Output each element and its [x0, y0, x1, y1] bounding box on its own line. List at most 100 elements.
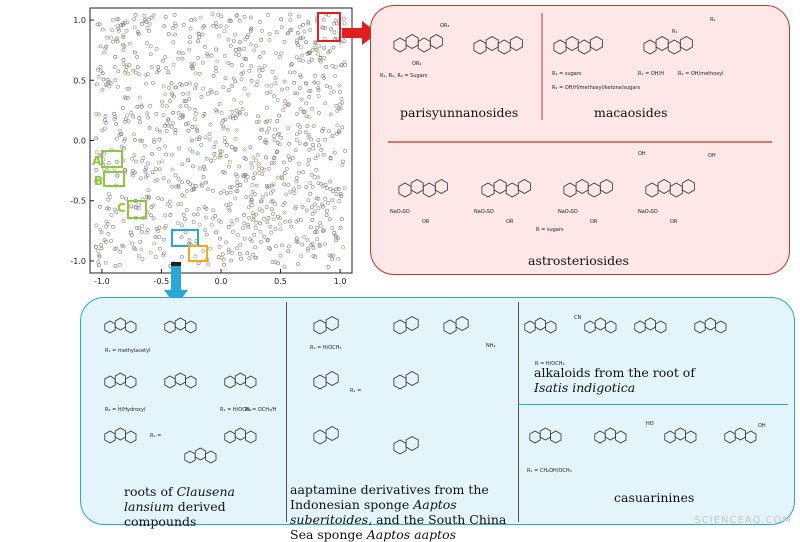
scatter-point — [318, 224, 323, 229]
scatter-point — [105, 206, 110, 211]
scatter-point — [311, 146, 315, 151]
scatter-point — [323, 137, 327, 142]
scatter-point — [317, 111, 321, 115]
scatter-point — [281, 160, 286, 165]
scatter-point — [321, 153, 326, 157]
ring-structure — [550, 430, 562, 444]
scatter-point — [95, 249, 100, 253]
scatter-point — [170, 184, 175, 189]
label-naso-2: NaO₃SO — [474, 209, 494, 215]
scatter-point — [285, 31, 290, 36]
scatter-point — [193, 86, 198, 91]
ring-structure — [524, 320, 536, 334]
scatter-point — [160, 159, 165, 164]
note-aaptamine-2: NH₂ — [486, 343, 496, 349]
scatter-point — [144, 20, 149, 25]
scatter-point — [165, 202, 170, 206]
scatter-point — [215, 109, 220, 114]
scatter-point — [317, 242, 322, 247]
scatter-point — [171, 62, 176, 67]
scatter-point — [337, 199, 342, 203]
scatter-point — [100, 87, 105, 92]
scatter-point — [261, 50, 266, 55]
scatter-point — [324, 213, 329, 218]
scatter-point — [327, 217, 332, 222]
ring-structure — [313, 319, 327, 335]
scatter-point — [185, 179, 190, 184]
scatter-point — [132, 137, 137, 142]
label-or-2: OR — [506, 219, 514, 225]
scatter-point — [188, 182, 192, 186]
ring-structure — [398, 182, 412, 198]
scatter-point — [269, 183, 274, 188]
scatter-point — [218, 24, 223, 28]
ring-structure — [604, 427, 616, 441]
scatter-point — [313, 41, 318, 46]
scatter-point — [239, 100, 243, 105]
scatter-point — [264, 155, 268, 160]
scatter-point — [129, 204, 134, 209]
scatter-point — [306, 50, 311, 55]
scatter-point — [250, 182, 255, 187]
scatter-point — [330, 134, 335, 138]
scatter-point — [193, 124, 198, 129]
scatter-point — [179, 255, 184, 259]
note-casuarinines-2: HO — [646, 421, 654, 427]
scatter-point — [316, 206, 321, 211]
scatter-point — [266, 238, 270, 242]
scatter-point — [175, 221, 180, 226]
scatter-point — [202, 167, 207, 172]
scatter-point — [259, 127, 264, 132]
scatter-point — [308, 28, 313, 32]
scatter-point — [199, 182, 204, 187]
ring-structure — [655, 36, 669, 51]
scatter-point — [200, 32, 205, 37]
scatter-point — [220, 252, 225, 257]
scatter-point — [316, 81, 321, 86]
scatter-point — [217, 155, 222, 160]
scatter-point — [279, 25, 284, 30]
scatter-point — [146, 29, 151, 33]
scatter-point — [153, 167, 158, 171]
scatter-point — [275, 119, 280, 123]
label-or2: OR₂ — [412, 61, 421, 67]
scatter-point — [139, 247, 144, 252]
scatter-point — [225, 127, 230, 132]
scatter-point — [280, 243, 284, 248]
scatter-point — [229, 185, 234, 190]
ring-structure — [563, 182, 577, 198]
scatter-point — [132, 132, 136, 137]
scatter-point — [323, 101, 328, 106]
scatter-point — [148, 44, 153, 49]
ring-structure — [553, 39, 567, 55]
scatter-point — [110, 18, 115, 23]
scatter-point — [230, 109, 235, 114]
scatter-point — [282, 182, 287, 187]
ring-structure — [664, 430, 676, 444]
scatter-point — [127, 41, 132, 46]
scatter-point — [326, 201, 330, 205]
note-macaosides-4: R₂ = OH/methoxyl — [678, 71, 724, 77]
pink-panel-structures: R₁, R₂, R₃ = Sugars R₁ = sugars R₂ = OH/… — [380, 13, 772, 233]
scatter-point — [310, 185, 315, 190]
scatter-point — [217, 218, 221, 223]
scatter-point — [170, 167, 175, 172]
ring-structure — [473, 39, 487, 55]
scatter-point — [272, 160, 277, 165]
scatter-point — [226, 88, 231, 93]
scatter-point — [121, 146, 126, 151]
scatter-point — [214, 91, 219, 96]
scatter-point — [231, 229, 235, 234]
scatter-point — [170, 121, 175, 126]
scatter-point — [257, 73, 262, 78]
ring-structure — [634, 320, 646, 334]
scatter-point — [209, 53, 214, 58]
scatter-point — [98, 64, 103, 69]
scatter-point — [132, 50, 137, 55]
ring-structure — [534, 317, 546, 331]
scatter-point — [223, 76, 228, 81]
scatter-point — [157, 146, 162, 151]
divider-h — [518, 404, 788, 405]
scatter-point — [281, 107, 286, 112]
scatter-point — [132, 25, 137, 30]
